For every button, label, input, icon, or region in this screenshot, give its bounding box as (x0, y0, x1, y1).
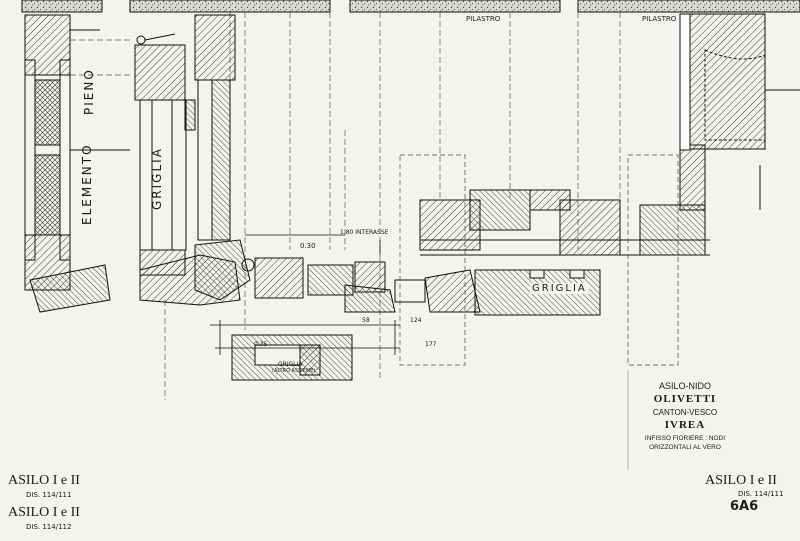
label-griglia-vertical: GRIGLIA (150, 147, 164, 210)
dimension-lines (210, 234, 400, 355)
dimension-035: 0.35 (254, 341, 268, 348)
label-pieno: PIENO (82, 68, 96, 115)
label-elemento: ELEMENTO (80, 143, 94, 225)
project-name: ASILO-NIDO (658, 381, 711, 391)
location-sub: CANTON-VESCO (652, 408, 718, 417)
label-griglia-note-1: GRIGLIA (278, 361, 303, 368)
label-griglia-horizontal: GRIGLIA (530, 283, 589, 294)
stamp-left-bottom-sub: DIS. 114/112 (26, 523, 72, 531)
top-concrete-strips (21, 0, 800, 13)
label-griglia-note-2: (ALTRO ASSIEME) (272, 368, 316, 374)
stamp-left-top-title: ASILO I e II (8, 473, 80, 488)
dimension-177: 177 (425, 341, 437, 348)
description-line-1: INFISSO FIORIERE : NODI (644, 435, 726, 442)
stamp-left-bottom-title: ASILO I e II (8, 505, 80, 520)
dimension-58: 58 (362, 317, 370, 324)
dimension-124: 124 (410, 317, 422, 324)
dimension-interasse: 1.80 INTERASSE (340, 229, 389, 236)
upper-horizontal-band (419, 144, 710, 256)
label-pilastro-1: PILASTRO (466, 15, 501, 23)
title-block: ASILO-NIDO OLIVETTI CANTON-VESCO IVREA I… (630, 378, 740, 478)
sheet-code: 6A6 (730, 499, 759, 514)
client-name: OLIVETTI (653, 393, 717, 405)
label-pilastro-2: PILASTRO (642, 15, 677, 23)
vertical-section-left (24, 14, 130, 313)
vertical-section-middle (134, 14, 236, 276)
stamp-left-top-sub: DIS. 114/111 (26, 491, 72, 499)
city-name: IVREA (664, 419, 706, 431)
description-line-2: ORIZZONTALI AL VERO (649, 444, 721, 451)
dashed-enclosures (399, 154, 679, 366)
stamp-right-sub: DIS. 114/111 (738, 490, 784, 498)
masonry-right (679, 13, 800, 210)
stamp-right-title: ASILO I e II (705, 473, 777, 488)
dimension-030: 0.30 (300, 242, 316, 250)
horizontal-profile-chain (139, 239, 601, 316)
griglia-detail (231, 334, 353, 381)
